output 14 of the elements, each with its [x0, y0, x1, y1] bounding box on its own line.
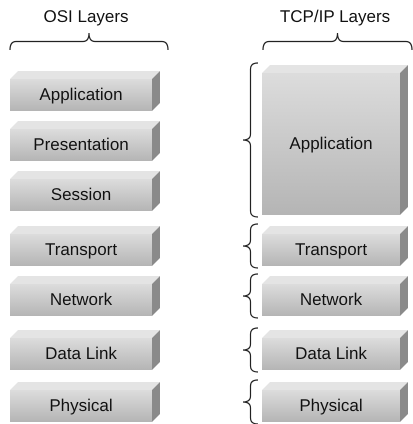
column-title: OSI Layers	[43, 7, 129, 27]
layer-name: Presentation	[33, 135, 129, 155]
layer-name: Data Link	[45, 344, 117, 364]
layer-name: Application	[39, 85, 123, 105]
layer-name: Network	[300, 290, 362, 310]
layer-name: Network	[50, 290, 112, 310]
layer-name: Physical	[299, 396, 363, 416]
layer-name: Transport	[294, 240, 368, 260]
layer-name: Physical	[49, 396, 113, 416]
layer-name: Data Link	[295, 344, 367, 364]
layer-name: Transport	[44, 240, 118, 260]
layer-name: Session	[50, 185, 112, 205]
column-title: TCP/IP Layers	[280, 7, 390, 27]
layer-name: Application	[289, 134, 373, 154]
